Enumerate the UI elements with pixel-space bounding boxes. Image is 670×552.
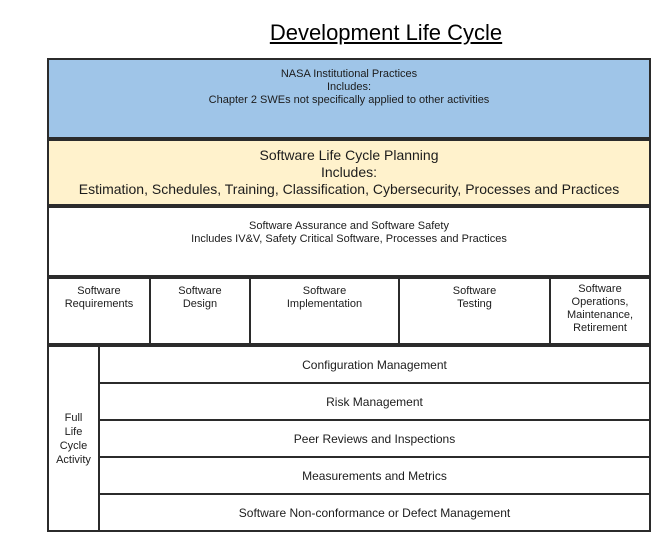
software-life-cycle-planning-box: Software Life Cycle Planning Includes: E…	[47, 139, 651, 206]
activity-row-measurements-and-metrics: Measurements and Metrics	[100, 458, 649, 495]
activity-row-peer-reviews-and-inspections: Peer Reviews and Inspections	[100, 421, 649, 458]
phase-cell-software-operations-maintenance-retirement: Software Operations, Maintenance, Retire…	[566, 283, 634, 334]
software-assurance-and-safety-box: Software Assurance and Software Safety I…	[47, 206, 651, 277]
activity-row-software-non-conformance: Software Non-conformance or Defect Manag…	[238, 505, 511, 520]
full-life-cycle-activity-label: Full Life Cycle Activity	[49, 347, 100, 530]
phase-cell-software-implementation: Software Implementation	[251, 279, 400, 343]
phase-cell-software-design: Software Design	[151, 279, 251, 343]
phase-cell-software-testing: Software Testing	[400, 279, 551, 343]
phase-cell-software-requirements: Software Requirements	[49, 279, 151, 343]
activity-rows: Configuration Management Risk Management…	[100, 347, 649, 530]
activity-row-configuration-management: Configuration Management	[100, 347, 649, 384]
life-cycle-phase-row: Software Requirements Software Design So…	[47, 277, 651, 345]
page-title: Development Life Cycle	[269, 20, 503, 45]
full-life-cycle-activity-section: Full Life Cycle Activity Configuration M…	[47, 345, 651, 532]
activity-row-risk-management: Risk Management	[100, 384, 649, 421]
nasa-institutional-practices-box: NASA Institutional Practices Includes: C…	[47, 58, 651, 139]
